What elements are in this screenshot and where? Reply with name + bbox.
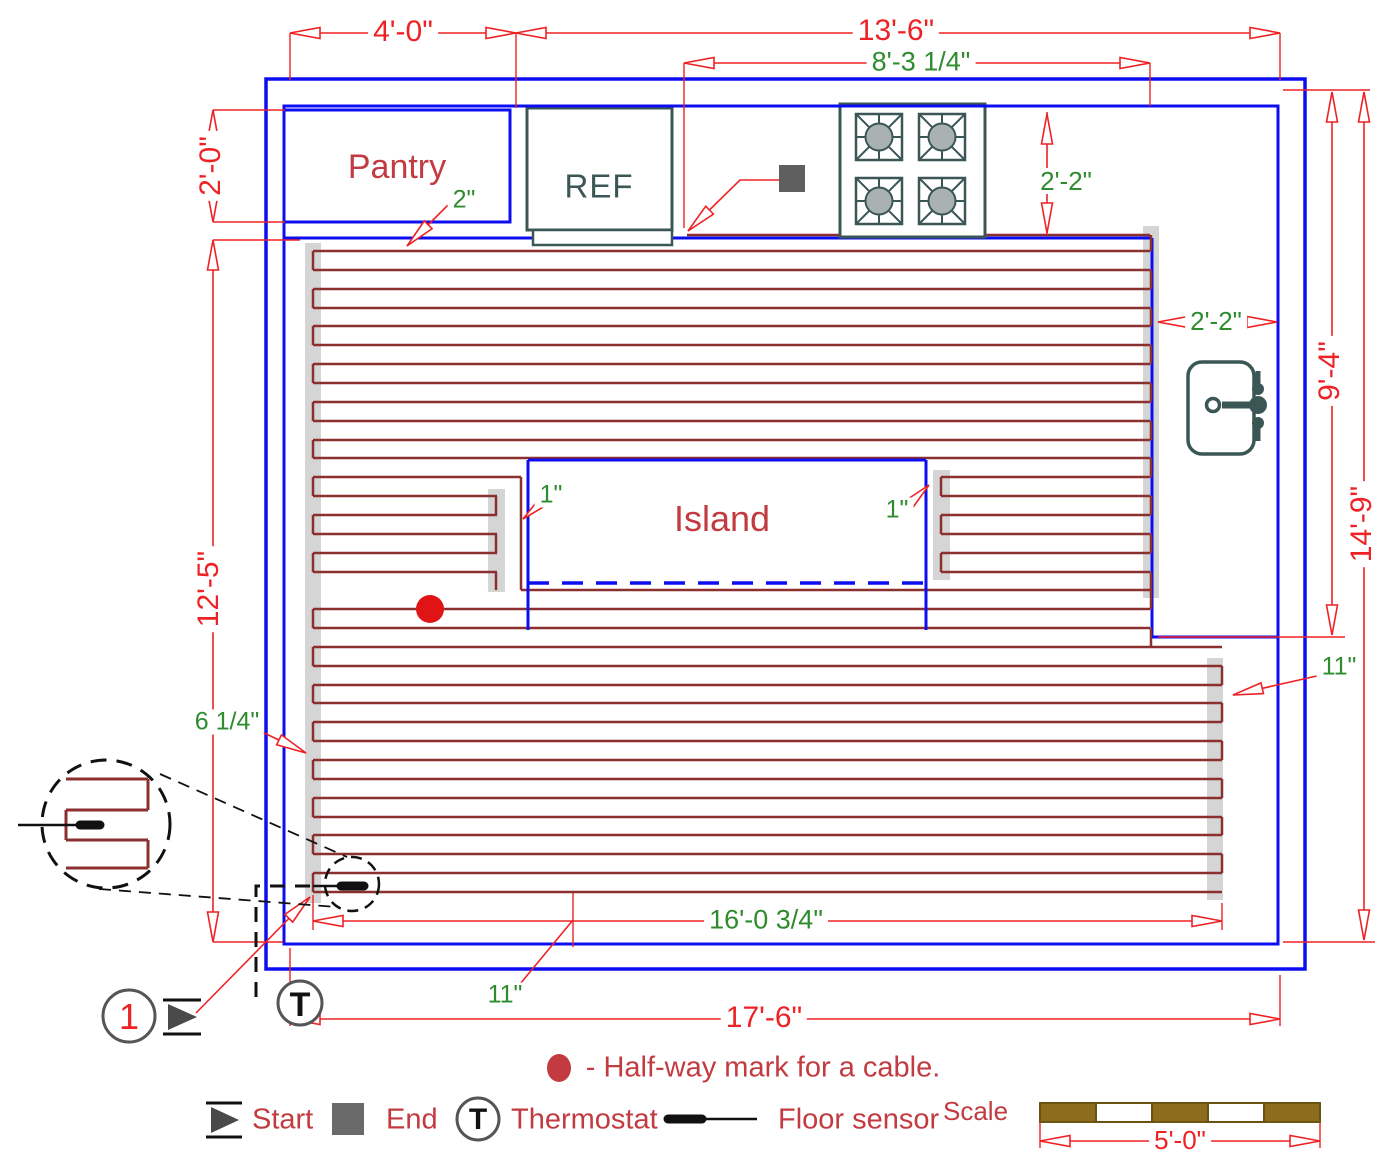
callout-number: 1 xyxy=(118,996,140,1037)
refrigerator-icon xyxy=(525,106,674,247)
dim-right-counter-height: 9'-4" xyxy=(1313,336,1346,406)
dim-room-width: 17'-6" xyxy=(720,1003,808,1033)
arrowheads xyxy=(206,26,1371,1148)
detail-zoom-circle xyxy=(18,758,348,908)
legend-thermostat-icon xyxy=(455,1096,501,1142)
legend-halfway-note: - Half-way mark for a cable. xyxy=(585,1051,941,1084)
callout-1 xyxy=(101,988,157,1044)
legend-end-label: End xyxy=(386,1103,438,1136)
dim-cable-bottom-span: 16'-0 3/4" xyxy=(704,906,828,934)
legend-start-label: Start xyxy=(252,1103,314,1136)
dim-kitchen-width: 13'-6" xyxy=(852,16,940,46)
island xyxy=(526,458,928,630)
refrigerator-label: REF xyxy=(564,167,634,205)
halfway-dot xyxy=(416,595,571,1082)
dim-stove-counter-depth: 2'-2" xyxy=(1035,168,1097,194)
dim-pantry-width: 4'-0" xyxy=(368,17,438,47)
start-symbol xyxy=(163,998,201,1036)
end-marker xyxy=(779,165,805,192)
thermostat-letter: T xyxy=(289,986,311,1024)
island-label: Island xyxy=(673,498,771,539)
dim-left-height: 12'-5" xyxy=(192,545,225,633)
legend-floor-sensor-label: Floor sensor xyxy=(778,1103,940,1136)
heating-cable-runs xyxy=(311,233,1224,894)
dim-island-right-gap: 1" xyxy=(880,497,914,523)
dim-right-counter-depth: 2'-2" xyxy=(1185,308,1247,334)
walls xyxy=(264,77,1307,971)
legend-end-icon xyxy=(332,1103,364,1135)
legend-thermostat-label: Thermostat xyxy=(511,1103,658,1136)
dim-island-left-gap: 1" xyxy=(534,482,568,508)
dim-cable-counter-gap: 2" xyxy=(447,187,481,213)
legend-symbols xyxy=(206,1096,757,1142)
sink-icon xyxy=(1186,360,1267,456)
legend-thermostat-letter: T xyxy=(468,1103,488,1136)
dim-pantry-depth: 2'-0" xyxy=(194,131,227,201)
dim-cable-top-span: 8'-3 1/4" xyxy=(866,48,976,76)
floor-sensor-symbol xyxy=(313,855,381,913)
legend-start-icon xyxy=(211,1107,239,1133)
fixtures xyxy=(282,102,1267,456)
dim-cable-wall-gap: 6 1/4" xyxy=(189,709,265,735)
pantry-label: Pantry xyxy=(347,148,447,186)
dim-scale-bar: 5'-0" xyxy=(1149,1127,1211,1153)
stove-icon xyxy=(838,102,987,239)
dim-room-height: 14'-9" xyxy=(1345,480,1378,568)
dim-bottom-cable-gap: 11" xyxy=(482,982,528,1008)
scale-title: Scale xyxy=(943,1096,1009,1126)
thermostat-symbol xyxy=(254,884,324,1027)
dim-right-loop-width: 11" xyxy=(1316,654,1362,680)
scale-bar xyxy=(1039,1102,1321,1123)
